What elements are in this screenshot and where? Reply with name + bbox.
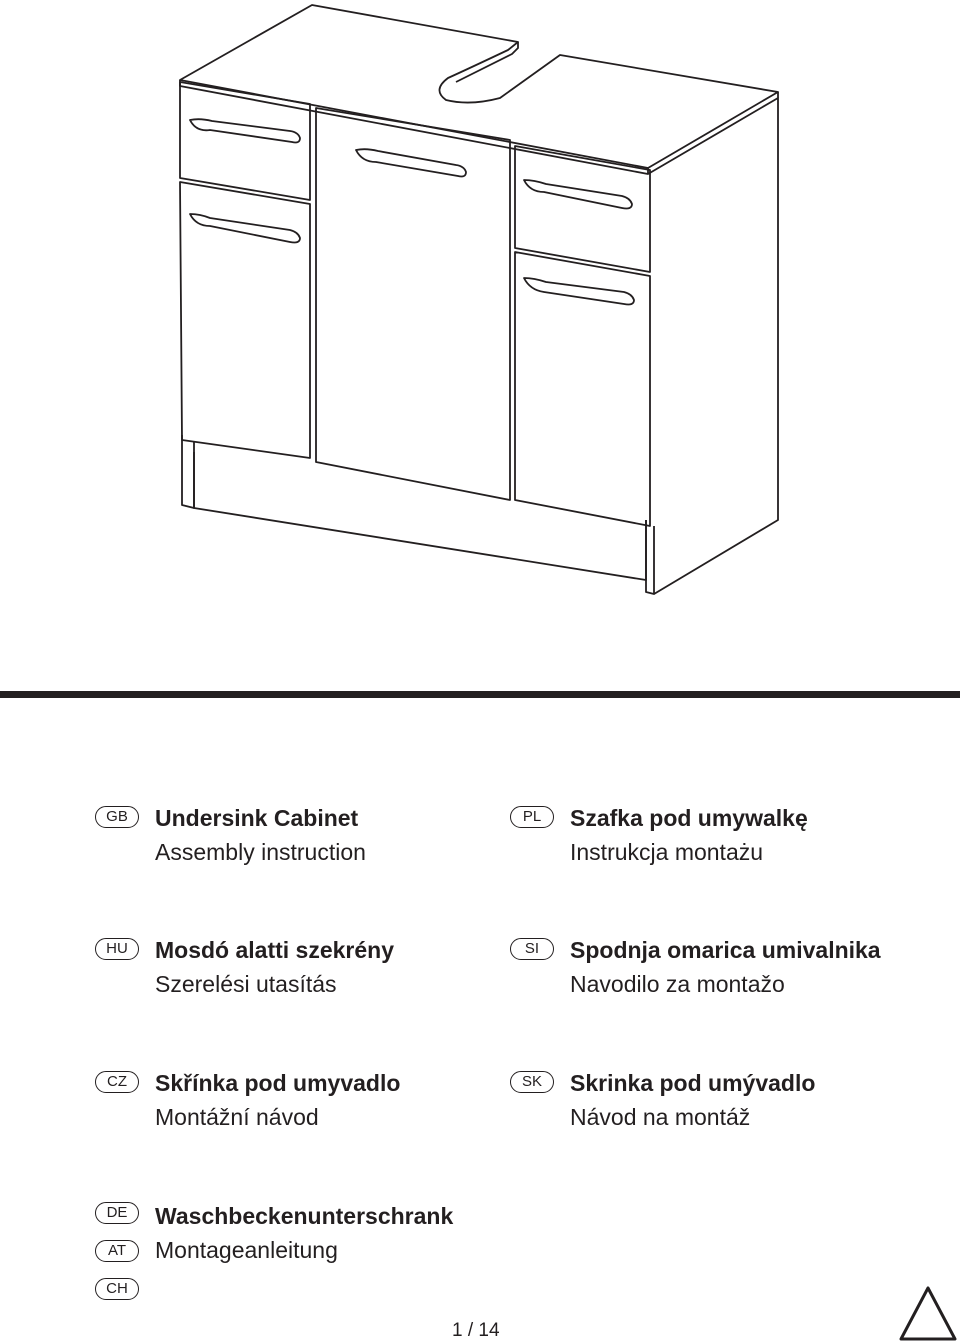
instruction-subtitle: Montageanleitung bbox=[155, 1237, 338, 1263]
page-number: 1 / 14 bbox=[452, 1320, 500, 1341]
right-drawer bbox=[514, 145, 651, 273]
product-title: Spodnja omarica umivalnika bbox=[570, 937, 881, 963]
instruction-subtitle: Návod na montáž bbox=[570, 1104, 751, 1130]
country-badge-at: AT bbox=[95, 1240, 139, 1262]
product-title: Waschbeckenunterschrank bbox=[155, 1203, 454, 1229]
product-title: Skrinka pod umývadlo bbox=[570, 1070, 816, 1096]
country-badge: GB bbox=[95, 806, 139, 828]
instruction-subtitle: Montážní návod bbox=[155, 1104, 319, 1130]
right-door bbox=[514, 251, 651, 527]
country-badge: SK bbox=[510, 1071, 554, 1093]
country-badge: PL bbox=[510, 806, 554, 828]
country-badge-de: DE bbox=[95, 1202, 139, 1224]
instruction-subtitle: Szerelési utasítás bbox=[155, 971, 337, 997]
cabinet-side-panel bbox=[647, 97, 779, 595]
horizontal-rule bbox=[0, 691, 960, 698]
product-title: Skřínka pod umyvadlo bbox=[155, 1070, 401, 1096]
warning-triangle-icon bbox=[899, 1286, 957, 1341]
centre-door bbox=[315, 107, 511, 501]
product-title: Undersink Cabinet bbox=[155, 805, 359, 831]
product-title: Szafka pod umywalkę bbox=[570, 805, 808, 831]
instruction-subtitle: Instrukcja montażu bbox=[570, 839, 764, 865]
instruction-subtitle: Navodilo za montažo bbox=[570, 971, 785, 997]
instruction-subtitle: Assembly instruction bbox=[155, 839, 366, 865]
country-badge: SI bbox=[510, 938, 554, 960]
product-title: Mosdó alatti szekrény bbox=[155, 937, 395, 963]
country-badge: CZ bbox=[95, 1071, 139, 1093]
cabinet-illustration bbox=[179, 4, 779, 595]
left-drawer bbox=[179, 81, 311, 201]
cabinet-plinth bbox=[193, 452, 647, 581]
left-door bbox=[179, 181, 311, 459]
country-badge: HU bbox=[95, 938, 139, 960]
country-badge-ch: CH bbox=[95, 1278, 139, 1300]
cabinet-top bbox=[179, 4, 779, 169]
